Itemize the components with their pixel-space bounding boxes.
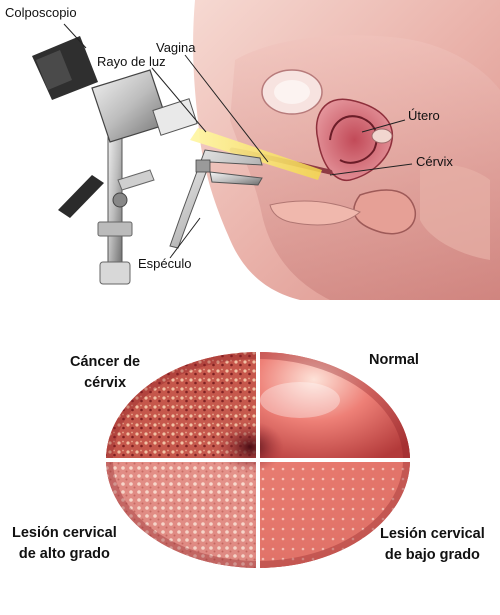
cervical-os <box>216 421 284 473</box>
label-uterus: Útero <box>408 108 440 123</box>
light-beam <box>190 128 322 180</box>
label-low-grade-lesion: Lesión cervical de bajo grado <box>380 524 485 566</box>
label-cancer-line2: cérvix <box>84 375 127 391</box>
label-light-ray: Rayo de luz <box>97 54 166 69</box>
label-low-grade-line2: de bajo grado <box>384 547 480 563</box>
label-colposcope: Colposcopio <box>5 5 77 20</box>
label-cancer-line1: Cáncer de <box>70 354 141 370</box>
colposcope-arm <box>58 175 104 218</box>
uterus-shape <box>315 98 394 181</box>
label-vagina: Vagina <box>156 40 196 55</box>
label-speculum: Espéculo <box>138 256 192 271</box>
label-cervical-cancer: Cáncer de cérvix <box>70 352 140 394</box>
cervix-illustration <box>104 349 412 571</box>
cervix-comparison-panel: Cáncer de cérvix Normal Lesión cervical … <box>0 305 500 615</box>
anatomy-illustration <box>32 0 500 300</box>
label-low-grade-line1: Lesión cervical <box>380 526 485 542</box>
label-high-grade-lesion: Lesión cervical de alto grado <box>12 523 117 565</box>
ovary <box>371 128 393 144</box>
label-cervix: Cérvix <box>416 154 453 169</box>
colposcopy-anatomy-panel: Colposcopio Rayo de luz Vagina Útero Cér… <box>0 0 500 300</box>
colposcope-head <box>91 69 169 143</box>
speculum <box>169 149 263 249</box>
label-high-grade-line2: de alto grado <box>18 546 110 562</box>
label-normal: Normal <box>369 352 419 368</box>
rectum <box>353 189 416 235</box>
label-high-grade-line1: Lesión cervical <box>12 525 117 541</box>
quadrant-high-grade <box>106 460 258 568</box>
